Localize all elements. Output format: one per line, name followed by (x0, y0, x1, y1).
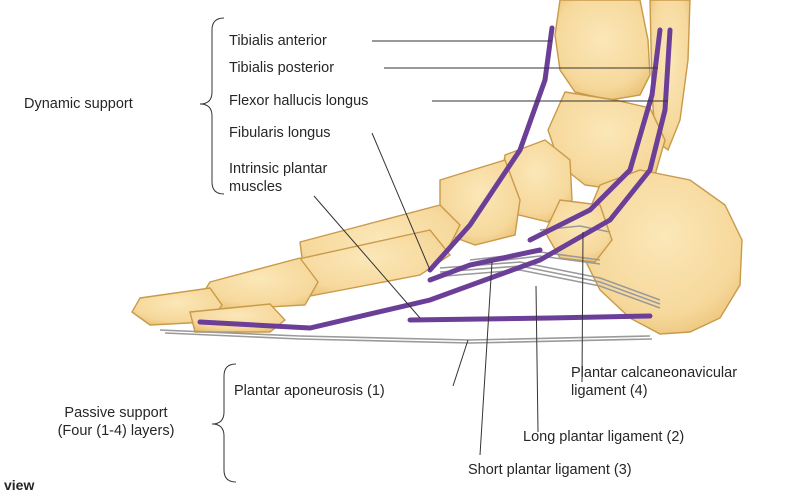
tibialis-posterior-label: Tibialis posterior (229, 59, 334, 77)
intrinsic-line2: muscles (229, 178, 379, 196)
calcaneonavicular-ligament-label: Plantar calcaneonavicular ligament (4) (571, 364, 807, 400)
view-label: view (4, 476, 34, 494)
dynamic-brace (200, 18, 224, 194)
intrinsic-plantar-muscle (410, 316, 650, 320)
calcaneonavicular-line1: Plantar calcaneonavicular (571, 364, 807, 382)
long-plantar-ligament-label: Long plantar ligament (2) (523, 428, 684, 446)
passive-support-label: Passive support (Four (1-4) layers) (28, 404, 204, 440)
passive-support-line2: (Four (1-4) layers) (28, 422, 204, 440)
intrinsic-line1: Intrinsic plantar (229, 160, 379, 178)
calcaneonavicular-line2: ligament (4) (571, 382, 807, 400)
dynamic-support-label: Dynamic support (24, 95, 133, 113)
intrinsic-plantar-muscles-label: Intrinsic plantar muscles (229, 160, 379, 196)
fibularis-longus-label: Fibularis longus (229, 124, 331, 142)
tibialis-anterior-label: Tibialis anterior (229, 32, 327, 50)
tibia-bone (555, 0, 650, 100)
passive-support-line1: Passive support (28, 404, 204, 422)
flexor-hallucis-longus-label: Flexor hallucis longus (229, 92, 368, 110)
passive-brace (212, 364, 236, 482)
short-plantar-ligament-label: Short plantar ligament (3) (468, 461, 632, 479)
plantar-aponeurosis-label: Plantar aponeurosis (1) (234, 382, 385, 400)
